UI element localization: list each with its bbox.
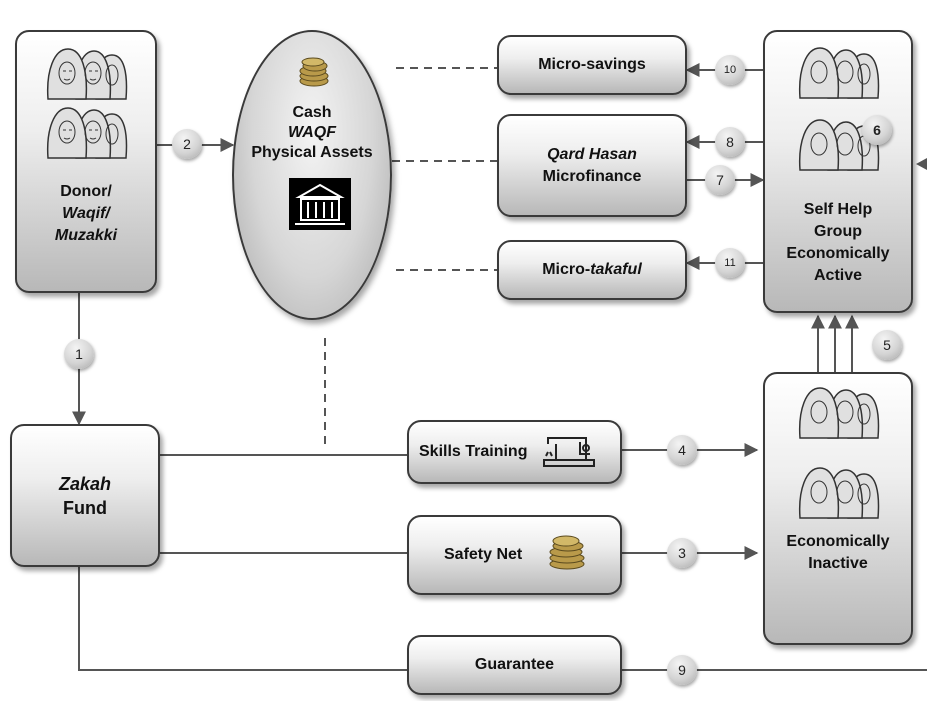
step-8-badge: 8 bbox=[715, 127, 745, 157]
women-group-icon bbox=[798, 387, 880, 439]
step-10-badge: 10 bbox=[715, 55, 745, 85]
muzakki-label: Muzakki bbox=[54, 227, 118, 244]
self-help-label: Self Help bbox=[803, 201, 873, 218]
micro-savings-box: Micro-savings bbox=[497, 35, 687, 95]
cash-label: Cash bbox=[292, 104, 332, 121]
step-6-badge: 6 bbox=[862, 115, 892, 145]
building-icon bbox=[289, 178, 351, 230]
step-3-badge: 3 bbox=[667, 538, 697, 568]
step-5-badge: 5 bbox=[872, 330, 902, 360]
micro-savings-label: Micro-savings bbox=[538, 56, 646, 73]
group-label: Group bbox=[814, 223, 862, 240]
economically-inactive-line1: Economically bbox=[786, 533, 890, 550]
coin-stack-icon bbox=[299, 57, 329, 87]
safety-net-box: Safety Net bbox=[407, 515, 622, 595]
step-11-badge: 11 bbox=[715, 248, 745, 278]
microfinance-label: Microfinance bbox=[542, 167, 642, 185]
donor-label: Donor/ bbox=[60, 183, 112, 200]
economically-inactive-line2: Inactive bbox=[808, 555, 868, 572]
micro-takaful-prefix: Micro- bbox=[542, 261, 591, 278]
step-2-badge: 2 bbox=[172, 129, 202, 159]
qard-hasan-label: Qard Hasan bbox=[547, 145, 637, 163]
women-group-icon bbox=[46, 48, 128, 100]
economically-label: Economically bbox=[786, 245, 890, 262]
qard-hasan-box: Qard Hasan Microfinance bbox=[497, 114, 687, 217]
women-group-icon bbox=[46, 107, 128, 159]
waqf-label: WAQF bbox=[288, 124, 336, 141]
step-9-badge: 9 bbox=[667, 655, 697, 685]
zakah-fund-box: Zakah Fund bbox=[10, 424, 160, 567]
sewing-machine-icon bbox=[543, 437, 595, 467]
fund-label: Fund bbox=[63, 497, 107, 518]
step-1-badge: 1 bbox=[64, 339, 94, 369]
physical-assets-label: Physical Assets bbox=[251, 144, 373, 161]
safety-net-label: Safety Net bbox=[444, 546, 523, 563]
step-7-badge: 7 bbox=[705, 165, 735, 195]
zakah-label: Zakah bbox=[58, 473, 112, 494]
micro-takaful-italic: takaful bbox=[590, 261, 642, 278]
micro-takaful-box: Micro-takaful bbox=[497, 240, 687, 300]
waqif-label: Waqif/ bbox=[62, 205, 110, 222]
women-group-icon bbox=[798, 119, 880, 171]
guarantee-label: Guarantee bbox=[474, 656, 555, 673]
skills-training-label: Skills Training bbox=[419, 443, 528, 460]
guarantee-box: Guarantee bbox=[407, 635, 622, 695]
women-group-icon bbox=[798, 467, 880, 519]
active-label: Active bbox=[813, 267, 863, 284]
coin-stack-icon bbox=[549, 535, 585, 570]
donor-box: Donor/ Waqif/ Muzakki bbox=[15, 30, 157, 293]
step-4-badge: 4 bbox=[667, 435, 697, 465]
women-group-icon bbox=[798, 47, 880, 99]
